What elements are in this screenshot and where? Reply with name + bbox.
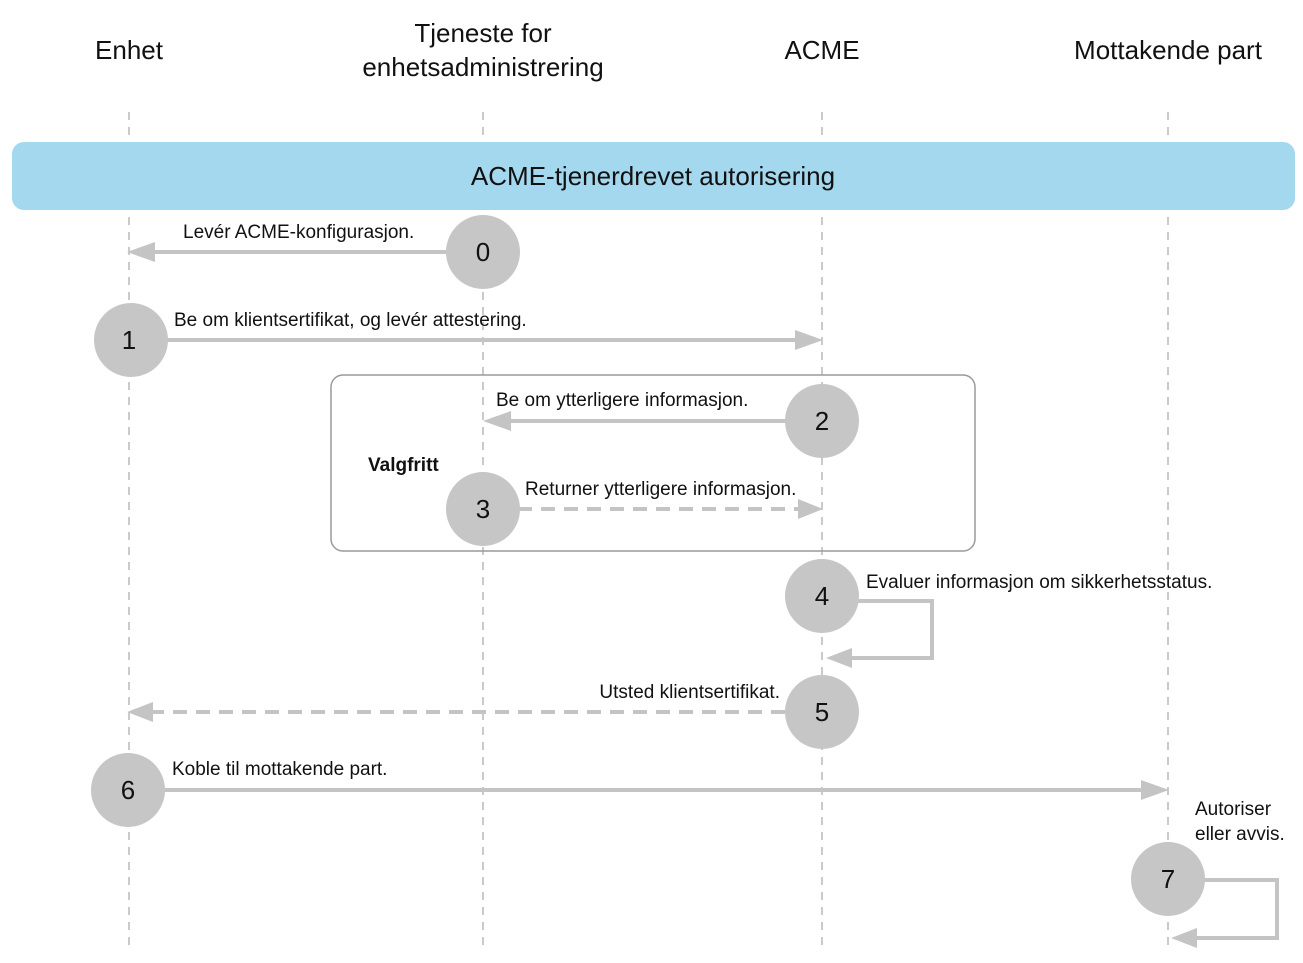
step-0-arrowhead bbox=[127, 242, 155, 262]
participant-device: Enhet bbox=[95, 35, 164, 65]
step-0-number: 0 bbox=[476, 237, 490, 267]
step-0-bubble bbox=[446, 215, 520, 289]
step-2-arrowhead bbox=[483, 411, 511, 431]
banner bbox=[12, 142, 1295, 210]
step-1-number: 1 bbox=[122, 325, 136, 355]
step-0-label: Levér ACME-konfigurasjon. bbox=[183, 222, 414, 243]
step-3-label: Returner ytterligere informasjon. bbox=[525, 479, 796, 500]
step-7-label-line2: eller avvis. bbox=[1195, 824, 1285, 845]
step-7-bubble bbox=[1131, 842, 1205, 916]
step-4-number: 4 bbox=[815, 581, 829, 611]
step-2-label: Be om ytterligere informasjon. bbox=[496, 390, 748, 411]
step-7-label-line1: Autoriser bbox=[1195, 799, 1272, 820]
step-6-bubble bbox=[91, 753, 165, 827]
step-7-arrow bbox=[1195, 878, 1279, 940]
step-5-number: 5 bbox=[815, 697, 829, 727]
step-1-arrowhead bbox=[795, 330, 823, 350]
step-3-bubble bbox=[446, 472, 520, 546]
step-6-arrowhead bbox=[1141, 780, 1169, 800]
step-6-number: 6 bbox=[121, 775, 135, 805]
step-5-label: Utsted klientsertifikat. bbox=[599, 682, 780, 703]
step-1-bubble bbox=[94, 303, 168, 377]
step-2-number: 2 bbox=[815, 406, 829, 436]
step-6-label: Koble til mottakende part. bbox=[172, 759, 387, 780]
step-4-arrow bbox=[850, 599, 934, 660]
optional-label: Valgfritt bbox=[368, 455, 439, 476]
step-2-bubble bbox=[785, 384, 859, 458]
step-7-number: 7 bbox=[1161, 864, 1175, 894]
participant-mdm-line2: enhetsadministrering bbox=[362, 52, 603, 82]
step-5-bubble bbox=[785, 675, 859, 749]
step-3-number: 3 bbox=[476, 494, 490, 524]
participant-acme: ACME bbox=[784, 35, 859, 65]
step-1-label: Be om klientsertifikat, og levér atteste… bbox=[174, 310, 527, 331]
participant-relying-party: Mottakende part bbox=[1074, 35, 1263, 65]
step-4-bubble bbox=[785, 559, 859, 633]
step-5-arrowhead bbox=[127, 702, 153, 722]
step-4-arrowhead bbox=[826, 648, 852, 668]
step-7-arrowhead bbox=[1171, 928, 1197, 948]
step-4-label: Evaluer informasjon om sikkerhetsstatus. bbox=[866, 572, 1212, 593]
banner-label: ACME-tjenerdrevet autorisering bbox=[471, 161, 835, 191]
participant-mdm-line1: Tjeneste for bbox=[414, 18, 552, 48]
optional-box bbox=[330, 374, 976, 552]
step-3-arrowhead bbox=[798, 499, 823, 519]
